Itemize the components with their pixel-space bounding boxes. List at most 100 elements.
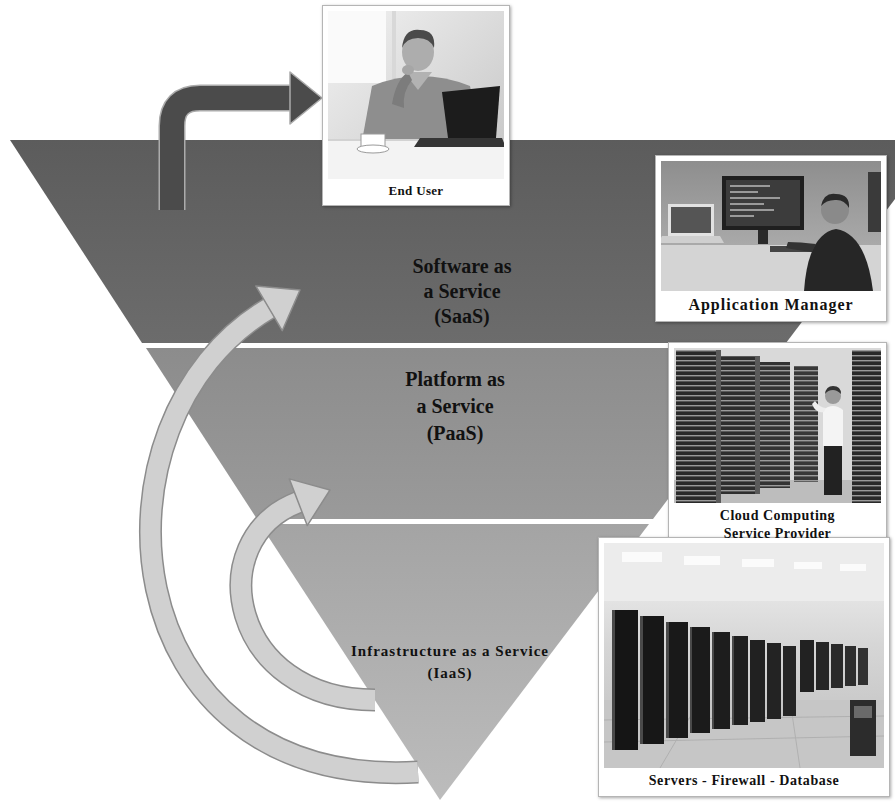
photo-caption: Application Manager (664, 295, 879, 315)
application-manager-photo (668, 204, 714, 236)
data-center-photo (783, 646, 796, 716)
service-provider-photo (674, 348, 881, 503)
service-provider-photo (760, 362, 790, 488)
end-user-photo (357, 145, 389, 153)
application-manager-photo (661, 236, 724, 243)
data-center-photo (750, 640, 765, 722)
service-provider-photo (823, 406, 843, 446)
application-manager-photo (730, 197, 780, 199)
data-center-photo (604, 736, 884, 742)
photo-caption: Servers - Firewall - Database (609, 772, 879, 790)
data-center-photo (604, 543, 884, 768)
data-center-photo (854, 706, 872, 718)
data-center-photo (690, 627, 692, 733)
service-provider-photo (825, 386, 841, 394)
end-user-photo (328, 11, 504, 179)
application-manager-photo (726, 180, 800, 226)
photo-card: End User (322, 5, 510, 206)
band-label: Platform as a Service (PaaS) (402, 366, 508, 447)
end-user-photo (328, 139, 504, 141)
service-band: Infrastructure as a Service (IaaS) (260, 524, 649, 800)
data-center-photo (845, 646, 856, 686)
service-provider-photo (852, 350, 881, 503)
end-user-photo (442, 86, 500, 138)
data-center-photo (660, 700, 700, 768)
data-center-photo (742, 559, 774, 567)
data-center-photo (684, 556, 720, 565)
data-center-photo (767, 643, 781, 719)
photo-caption: End User (331, 183, 501, 199)
data-center-photo (604, 700, 884, 768)
band-shape (260, 524, 649, 800)
data-center-photo (850, 700, 876, 756)
data-center-photo (612, 610, 638, 750)
band-label: Software as a Service (SaaS) (409, 254, 515, 329)
arrow-head (290, 72, 322, 124)
end-user-photo (402, 65, 414, 75)
photo-caption: Cloud Computing Service Provider (708, 507, 848, 542)
application-manager-photo (821, 196, 849, 224)
service-provider-photo (852, 350, 881, 503)
band-shape (260, 524, 649, 800)
end-user-photo (360, 76, 484, 152)
service-provider-photo (794, 366, 818, 482)
data-center-photo (640, 616, 643, 744)
service-provider-photo (794, 366, 818, 482)
photo-card: Application Manager (655, 155, 887, 322)
end-user-photo (392, 72, 412, 108)
service-provider-photo (812, 401, 826, 412)
data-center-photo (794, 562, 822, 569)
service-provider-photo (676, 350, 716, 503)
application-manager-photo (730, 185, 770, 187)
data-center-photo (612, 610, 615, 750)
application-manager-photo (786, 242, 816, 252)
application-manager-photo (661, 161, 881, 291)
service-provider-photo (676, 350, 716, 503)
service-provider-photo (674, 480, 881, 503)
data-center-photo (640, 616, 664, 744)
application-manager-photo (804, 229, 873, 291)
band-shape (10, 140, 895, 343)
service-provider-photo (755, 356, 760, 494)
end-user-photo (328, 140, 504, 179)
application-manager-photo (758, 230, 768, 244)
end-user-photo (328, 11, 504, 179)
data-center-photo (790, 700, 800, 768)
data-center-photo (732, 636, 734, 725)
end-user-photo (392, 11, 396, 91)
data-center-photo (831, 644, 843, 688)
band-label: Infrastructure as a Service (IaaS) (343, 640, 558, 684)
application-manager-photo (722, 176, 804, 230)
end-user-photo (402, 33, 434, 71)
data-center-photo (666, 622, 688, 738)
data-center-photo (712, 632, 730, 729)
application-manager-photo (661, 161, 881, 291)
photo-card: Servers - Firewall - Database (598, 537, 890, 797)
end-user-photo (404, 72, 432, 90)
data-center-photo (604, 543, 884, 768)
data-center-photo (858, 648, 868, 685)
application-manager-photo (661, 245, 881, 291)
data-center-photo (622, 552, 662, 562)
service-provider-photo (721, 356, 755, 494)
end-user-photo (402, 30, 434, 48)
service-provider-photo (721, 356, 755, 494)
data-center-photo (800, 640, 814, 692)
application-manager-photo (821, 194, 849, 208)
application-manager-photo (730, 209, 774, 211)
application-manager-photo (671, 207, 711, 233)
application-manager-photo (868, 172, 881, 232)
data-center-photo (840, 564, 866, 571)
application-manager-photo (730, 215, 754, 217)
application-manager-photo (730, 203, 764, 205)
data-center-photo (816, 642, 829, 690)
service-provider-photo (824, 445, 842, 495)
data-center-photo (604, 543, 884, 601)
service-provider-photo (760, 362, 790, 488)
end-user-photo (361, 134, 385, 148)
data-center-photo (690, 627, 710, 733)
data-center-photo (666, 622, 669, 738)
data-center-photo (732, 636, 748, 725)
